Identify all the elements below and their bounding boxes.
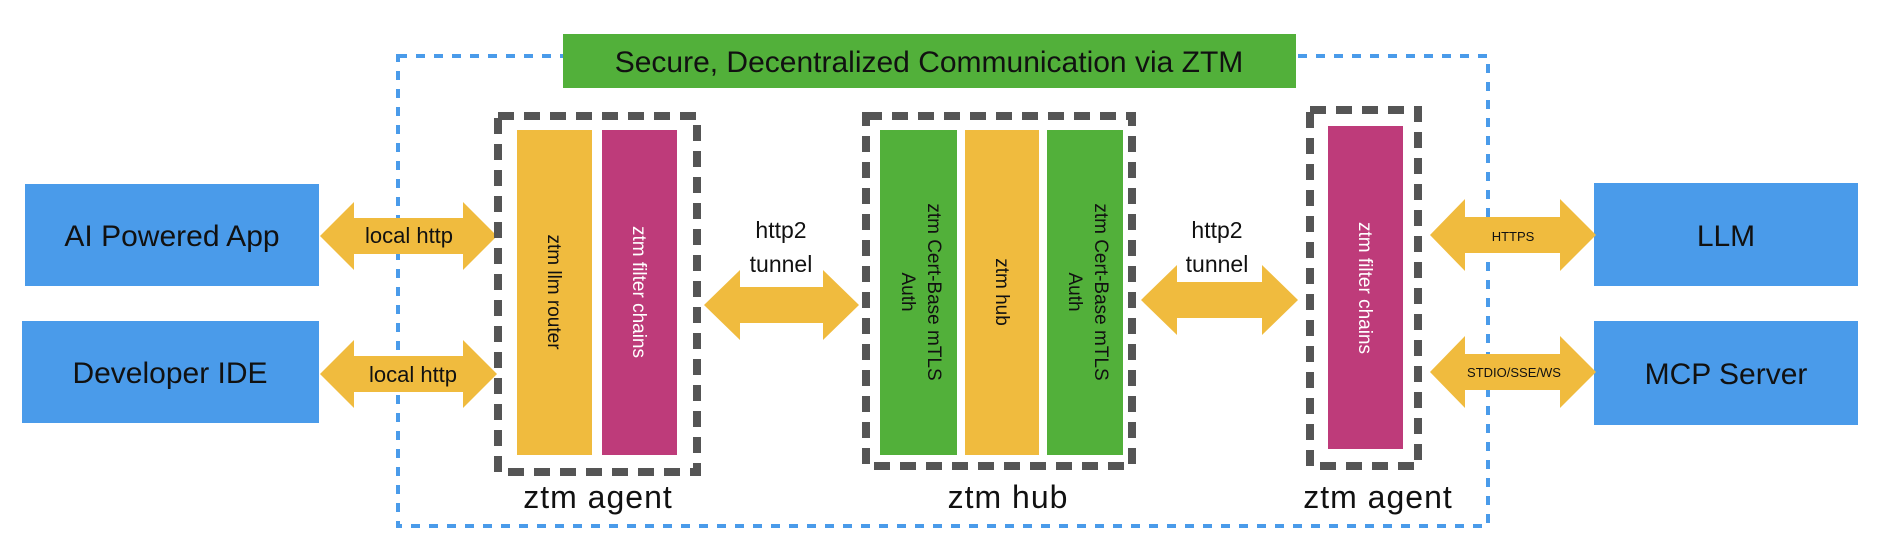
tunnel-left-line2: tunnel — [750, 251, 813, 277]
right-filter-chains-label: ztm filter chains — [1354, 222, 1375, 354]
left-agent-label: ztm agent — [523, 479, 673, 515]
http2-tunnel-left: http2 tunnel — [704, 217, 859, 340]
llm-router-label: ztm llm router — [543, 234, 564, 350]
developer-ide-box: Developer IDE — [22, 321, 319, 423]
hub-core-label: ztm hub — [991, 258, 1012, 326]
hub-group: ztm Cert-Base mTLS Auth ztm hub ztm Cert… — [862, 112, 1136, 515]
mcp-server-label: MCP Server — [1645, 358, 1808, 391]
right-agent-label: ztm agent — [1303, 479, 1453, 515]
title-text: Secure, Decentralized Communication via … — [615, 46, 1244, 79]
https-label: HTTPS — [1492, 229, 1535, 244]
title-banner: Secure, Decentralized Communication via … — [563, 34, 1296, 88]
llm-router-bar — [517, 130, 592, 455]
hub-auth-left-line1: ztm Cert-Base mTLS — [923, 203, 944, 380]
local-http-arrow-top: local http — [320, 202, 497, 270]
right-agent-group: ztm filter chains ztm agent — [1303, 106, 1453, 515]
hub-boundary — [862, 112, 1136, 470]
hub-auth-right-line1: ztm Cert-Base mTLS — [1090, 203, 1111, 380]
hub-auth-left-line2: Auth — [897, 272, 918, 311]
local-http-top-label: local http — [365, 223, 453, 248]
left-agent-boundary — [494, 112, 701, 476]
tunnel-right-line1: http2 — [1191, 217, 1242, 243]
hub-auth-right-bar — [1047, 130, 1123, 455]
left-filter-chains-label: ztm filter chains — [628, 226, 649, 358]
tunnel-left-line1: http2 — [755, 217, 806, 243]
right-filter-chains-bar — [1328, 126, 1403, 449]
local-http-arrow-bottom: local http — [320, 340, 497, 408]
developer-ide-label: Developer IDE — [72, 357, 267, 390]
llm-label: LLM — [1697, 220, 1755, 253]
left-filter-chains-bar — [602, 130, 677, 455]
stdio-arrow: STDIO/SSE/WS — [1430, 336, 1596, 408]
http2-tunnel-right: http2 tunnel — [1141, 217, 1298, 335]
stdio-label: STDIO/SSE/WS — [1467, 365, 1561, 380]
ai-app-box: AI Powered App — [25, 184, 319, 286]
ai-app-label: AI Powered App — [64, 220, 279, 253]
left-agent-group: ztm llm router ztm filter chains ztm age… — [494, 112, 701, 515]
llm-box: LLM — [1594, 183, 1858, 286]
right-agent-boundary — [1306, 106, 1422, 470]
hub-core-bar — [965, 130, 1039, 455]
hub-auth-left-bar — [880, 130, 957, 455]
mcp-server-box: MCP Server — [1594, 321, 1858, 425]
tunnel-right-line2: tunnel — [1186, 251, 1249, 277]
hub-auth-right-line2: Auth — [1064, 272, 1085, 311]
hub-label: ztm hub — [948, 479, 1069, 515]
local-http-bottom-label: local http — [369, 362, 457, 387]
https-arrow: HTTPS — [1430, 199, 1596, 271]
